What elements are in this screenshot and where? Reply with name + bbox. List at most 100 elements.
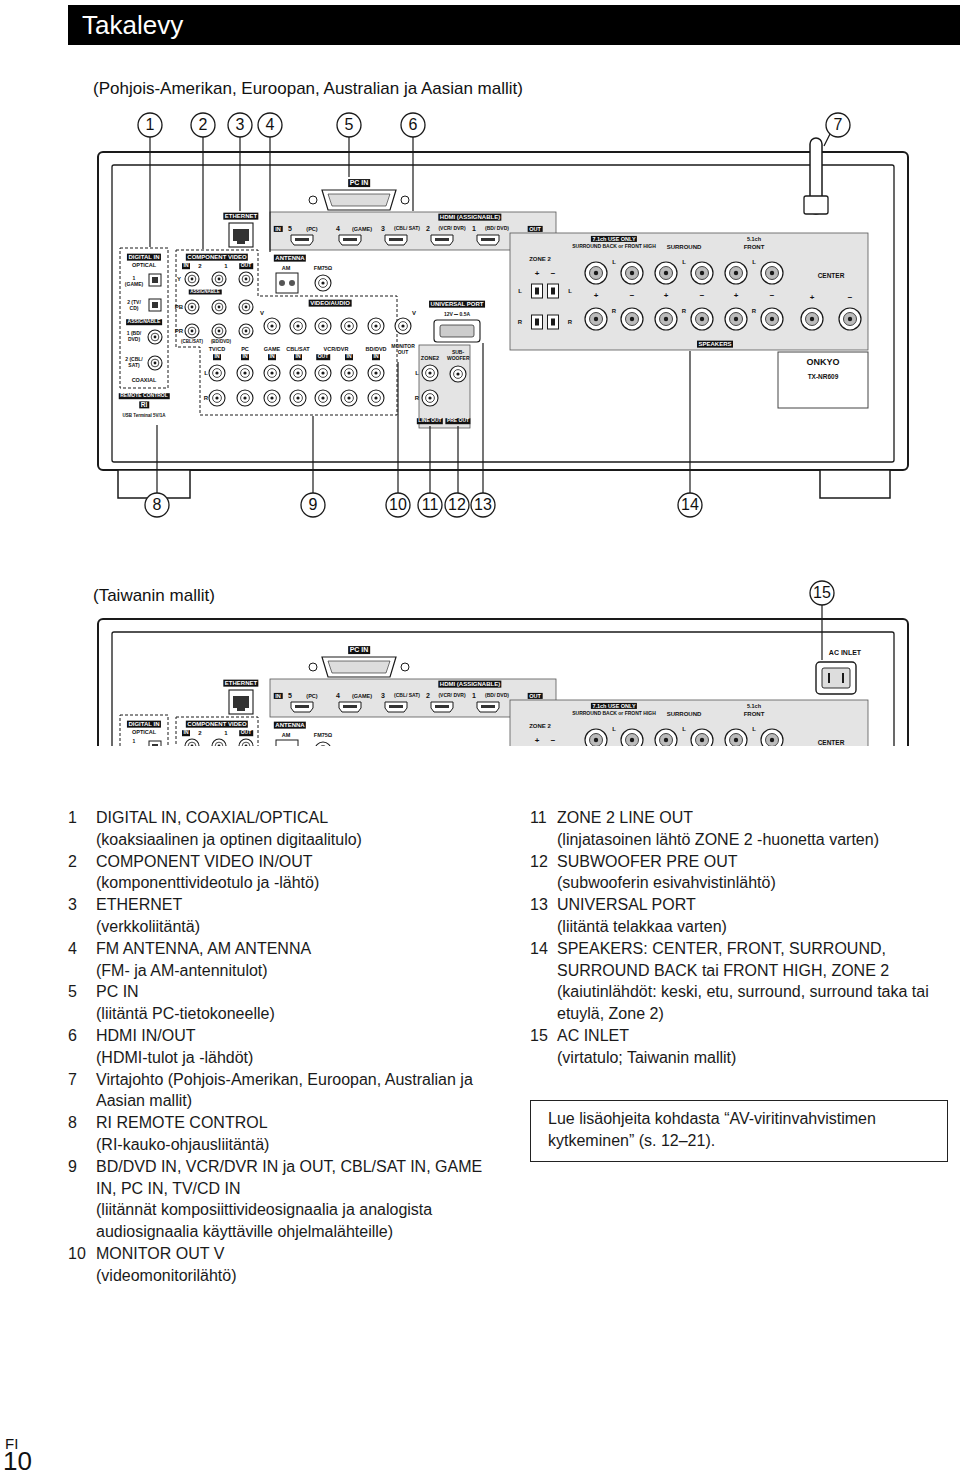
hdmi-port-tongue xyxy=(389,238,403,241)
item-text: (FM- ja AM-antennitulot) xyxy=(96,960,505,982)
leader-line xyxy=(149,137,150,247)
rca-jack-pin xyxy=(374,371,377,374)
panel-label: SPEAKERS xyxy=(697,341,733,348)
panel-label: 12V ⎓ 0.5A xyxy=(444,312,470,318)
rca-jack-ring xyxy=(294,369,303,378)
hdmi-port xyxy=(477,235,499,245)
panel-label: 7.1ch USE ONLY xyxy=(591,703,637,709)
optical-jack xyxy=(149,274,161,286)
rca-jack-ring xyxy=(241,369,250,378)
panel-label: 5.1ch xyxy=(747,703,761,709)
rca-jack-pin xyxy=(321,396,324,399)
item-text: (subwooferin esivahvistinlähtö) xyxy=(557,872,957,894)
callout-number: 2 xyxy=(199,116,208,134)
panel-label: 5 xyxy=(288,225,292,233)
panel-label: GAME xyxy=(264,346,281,352)
rca-jack-ring xyxy=(319,322,328,331)
rca-jack-ring xyxy=(345,369,354,378)
binding-post-hole xyxy=(700,271,704,275)
callout-circle xyxy=(191,113,215,137)
rca-jack-ring xyxy=(319,279,328,288)
title-bar: Takalevy xyxy=(68,5,960,45)
model-sticker xyxy=(778,352,868,408)
panel-label: ZONE 2 xyxy=(529,256,551,263)
panel-label: 2 xyxy=(426,692,430,700)
rca-jack xyxy=(315,390,331,406)
binding-post xyxy=(839,308,861,330)
rca-jack xyxy=(368,318,384,334)
panel-label: − xyxy=(770,292,775,301)
panel-label: REMOTE CONTROL xyxy=(119,393,170,399)
model-variant-note: (Pohjois-Amerikan, Euroopan, Australian … xyxy=(93,79,523,98)
item-number: 12 xyxy=(530,851,548,873)
panel-label: IN xyxy=(268,354,276,360)
am-terminal xyxy=(276,740,298,746)
digital-in-group xyxy=(120,715,168,746)
rca-jack-ring xyxy=(213,394,222,403)
ac-inlet-slot xyxy=(828,673,830,683)
panel-label: SURROUND xyxy=(667,711,702,718)
callout-number: 4 xyxy=(266,116,275,134)
panel-label: PB xyxy=(175,304,183,311)
callout-circle xyxy=(418,493,442,517)
list-item: 5PC IN(liitäntä PC-tietokoneelle) xyxy=(68,981,505,1025)
list-item: 12SUBWOOFER PRE OUT(subwooferin esivahvi… xyxy=(530,851,957,895)
binding-post-hole xyxy=(734,271,738,275)
rca-jack-pin xyxy=(374,396,377,399)
panel-label: CBL/SAT xyxy=(286,346,309,352)
item-text: (videomonitorilähtö) xyxy=(96,1265,505,1287)
speaker-panel xyxy=(510,233,868,350)
panel-label: AC INLET xyxy=(829,649,861,657)
list-item: 3ETHERNET(verkkoliitäntä) xyxy=(68,894,505,938)
rca-jack-pin xyxy=(245,306,248,309)
rca-jack-ring xyxy=(215,275,223,283)
rca-jack-pin xyxy=(270,324,273,327)
panel-label: SURROUND xyxy=(667,244,702,251)
rca-jack-pin xyxy=(296,396,299,399)
rear-panel-taiwan-body xyxy=(98,619,908,746)
leader-line xyxy=(156,425,157,493)
panel-label: PC IN xyxy=(348,646,370,654)
rca-jack xyxy=(368,365,384,381)
callout-circle xyxy=(228,113,252,137)
line-out-panel xyxy=(419,345,470,428)
panel-label: UNIVERSAL PORT xyxy=(429,301,485,308)
binding-post-hole xyxy=(810,317,814,321)
rear-panel-taiwan xyxy=(98,619,908,746)
rca-jack xyxy=(290,390,306,406)
binding-post-hole xyxy=(700,317,704,321)
panel-label: − xyxy=(630,292,635,301)
list-item: 13UNIVERSAL PORT(liitäntä telakkaa varte… xyxy=(530,894,957,938)
rca-jack xyxy=(290,365,306,381)
panel-label: PC IN xyxy=(348,179,370,187)
pc-in-pins xyxy=(328,194,390,206)
callout-number: 13 xyxy=(474,496,492,514)
panel-label: IN xyxy=(372,354,380,360)
panel-label: VCR/DVR xyxy=(324,346,349,352)
panel-label: ASSIGNABLE xyxy=(126,319,162,325)
item-number: 9 xyxy=(68,1156,77,1178)
panel-label: L xyxy=(568,288,572,295)
binding-post-ring xyxy=(626,313,639,326)
rca-jack xyxy=(212,300,226,314)
chassis xyxy=(98,619,908,746)
item-text: ETHERNET xyxy=(96,894,505,916)
list-item: 15AC INLET(virtatulo; Taiwanin mallit) xyxy=(530,1025,957,1069)
binding-post xyxy=(691,262,713,284)
panel-label: FM75Ω xyxy=(314,265,332,271)
panel-label: OPTICAL xyxy=(132,729,156,735)
leader-line xyxy=(482,343,483,493)
panel-label: 3 xyxy=(381,225,385,233)
panel-label: (BD/DVD) xyxy=(211,339,231,344)
ac-inlet xyxy=(816,662,856,694)
item-text: HDMI IN/OUT xyxy=(96,1025,505,1047)
panel-label: (GAME) xyxy=(352,226,372,232)
item-text: (liitäntä telakkaa varten) xyxy=(557,916,957,938)
binding-post-ring xyxy=(766,267,779,280)
video-group xyxy=(176,717,397,746)
binding-post xyxy=(725,262,747,284)
panel-label: FM75Ω xyxy=(314,732,332,738)
rca-jack-pin xyxy=(347,324,350,327)
rear-panel xyxy=(112,165,894,462)
panel-label: 4 xyxy=(336,225,340,233)
